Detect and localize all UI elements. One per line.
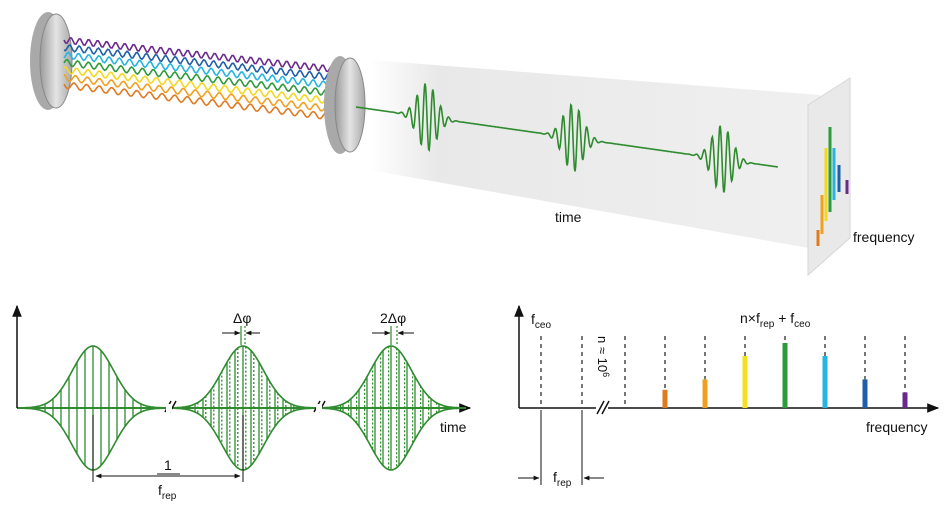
comb-lines [662, 336, 908, 408]
two-delta-phi-label: 2Δφ [380, 310, 406, 326]
frequency-domain-plot: fceo n ≈ 106 n×frep + fceo frequency fre… [514, 304, 940, 489]
period-denominator: frep [158, 482, 177, 502]
fceo-label: fceo [531, 311, 551, 331]
cavity-wave [63, 66, 341, 106]
time-domain-plot: time Δφ 2Δφ 1 frep [12, 304, 472, 502]
mode-formula-label: n×frep + fceo [740, 310, 811, 330]
frep-label: frep [553, 469, 572, 489]
top-time-label: time [555, 209, 582, 225]
right-mirror [334, 57, 366, 153]
left-mirror [39, 13, 73, 109]
cavity-wave [63, 51, 341, 91]
screen-comb-lines [816, 127, 849, 246]
bottom-frequency-label: frequency [866, 419, 927, 435]
output-pulse-train [355, 83, 778, 193]
delta-phi-label: Δφ [233, 310, 251, 326]
intracavity-waves [63, 37, 341, 122]
bottom-time-label: time [440, 419, 467, 435]
axis-break-2 [313, 400, 326, 413]
cavity-wave [63, 58, 341, 97]
cavity-wave [63, 37, 341, 74]
cavity-wave [63, 43, 341, 82]
period-numerator: 1 [164, 457, 172, 473]
beam-sheet [370, 60, 820, 250]
axis-break-1 [164, 400, 177, 413]
top-frequency-label: frequency [853, 229, 914, 245]
freq-axis-break [596, 400, 610, 415]
time-pulses [18, 345, 466, 471]
laser-cavity: time frequency [30, 12, 914, 277]
cavity-wave [63, 73, 341, 114]
cavity-wave [63, 82, 341, 122]
n-approx-label: n ≈ 106 [595, 336, 611, 377]
